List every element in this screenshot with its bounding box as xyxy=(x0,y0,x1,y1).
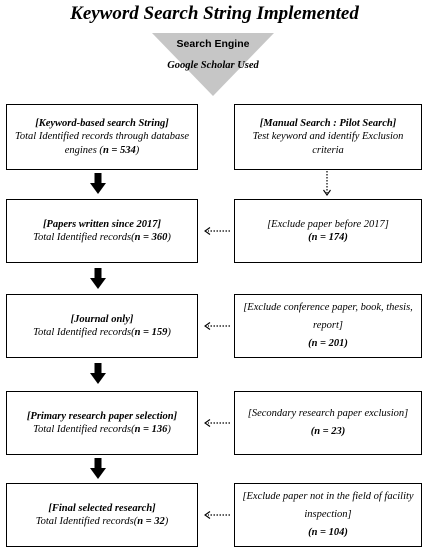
exclude-before-2017-box: [Exclude paper before 2017] (n = 174) xyxy=(234,199,422,263)
funnel-label-scholar: Google Scholar Used xyxy=(167,60,259,71)
primary-research-box: [Primary research paper selection] Total… xyxy=(6,391,198,455)
funnel-label-engine: Search Engine xyxy=(176,38,250,50)
journal-only-box: [Journal only] Total Identified records(… xyxy=(6,294,198,358)
dotted-left-arrow-4 xyxy=(204,511,230,519)
exclude-field-box: [Exclude paper not in the field of facil… xyxy=(234,483,422,547)
box-heading: [Manual Search : Pilot Search] xyxy=(259,117,397,129)
box-text: [Exclude paper before 2017] xyxy=(267,218,389,230)
exclude-conference-box: [Exclude conference paper, book, thesis,… xyxy=(234,294,422,358)
dotted-left-arrow-1 xyxy=(204,227,230,235)
secondary-exclusion-box: [Secondary research paper exclusion] (n … xyxy=(234,391,422,455)
final-selected-box: [Final selected research] Total Identifi… xyxy=(6,483,198,547)
down-arrow-4 xyxy=(90,458,106,479)
box-text: Total Identified records through databas… xyxy=(14,131,190,156)
box-count: (n = 104) xyxy=(308,527,348,538)
box-text: Total Identified records(n = 136) xyxy=(33,424,171,435)
dotted-down-arrow xyxy=(323,171,331,196)
down-arrow-2 xyxy=(90,268,106,289)
box-heading: [Final selected research] xyxy=(48,502,156,514)
box-heading: [Keyword-based search String] xyxy=(35,117,169,129)
box-text: Total Identified records(n = 32) xyxy=(35,516,169,527)
down-arrow-3 xyxy=(90,363,106,384)
box-text: [Exclude conference paper, book, thesis,… xyxy=(243,302,413,331)
box-count: (n = 174) xyxy=(308,232,348,243)
dotted-left-arrow-2 xyxy=(204,322,230,330)
dotted-left-arrow-3 xyxy=(204,419,230,427)
box-text: Test keyword and identify Exclusion crit… xyxy=(252,131,404,156)
manual-search-box: [Manual Search : Pilot Search] Test keyw… xyxy=(234,104,422,170)
box-text: Total Identified records(n = 159) xyxy=(33,327,171,338)
box-text: [Secondary research paper exclusion] xyxy=(247,408,409,419)
box-heading: [Journal only] xyxy=(70,313,134,325)
papers-since-2017-box: [Papers written since 2017] Total Identi… xyxy=(6,199,198,263)
box-count: (n = 201) xyxy=(308,338,348,349)
box-text: Total Identified records(n = 360) xyxy=(33,232,171,243)
search-engine-funnel xyxy=(152,33,274,96)
box-count: (n = 23) xyxy=(310,426,346,437)
box-text: [Exclude paper not in the field of facil… xyxy=(242,491,414,520)
down-arrow-1 xyxy=(90,173,106,194)
box-heading: [Papers written since 2017] xyxy=(42,218,162,230)
keyword-search-box: [Keyword-based search String] Total Iden… xyxy=(6,104,198,170)
box-heading: [Primary research paper selection] xyxy=(26,410,178,422)
diagram-title: Keyword Search String Implemented xyxy=(70,3,359,24)
